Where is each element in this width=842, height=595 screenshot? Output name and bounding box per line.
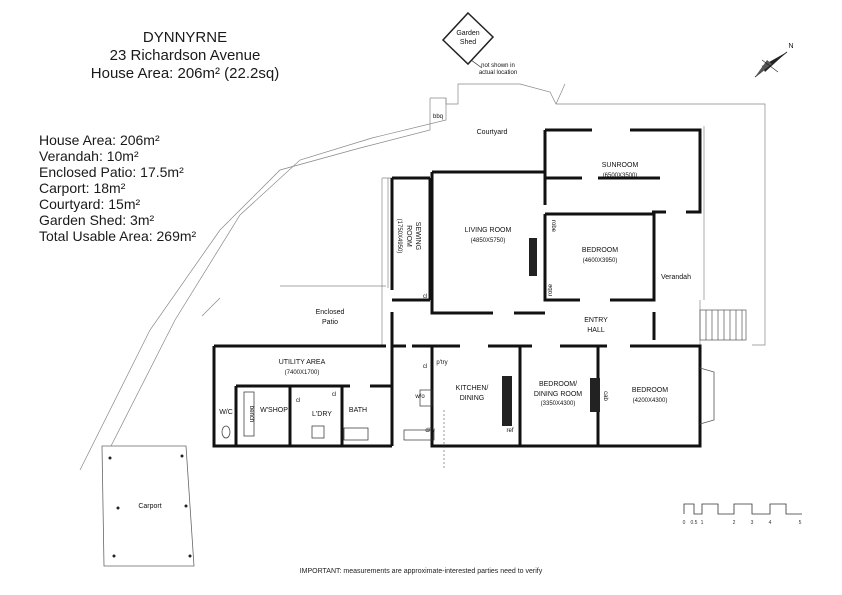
courtyard-label: Courtyard (477, 129, 508, 136)
closet-label-1: cl (423, 294, 427, 300)
sewing-room-dim: (1750X4950) (396, 219, 402, 254)
entry-hall-label-2: HALL (587, 327, 605, 334)
closet-label-4: cl (332, 392, 336, 398)
area-house: House Area: 206m² (39, 132, 160, 148)
main-house-walls (390, 312, 702, 448)
scale-tick-5: 5 (799, 520, 802, 526)
scale-tick-4: 4 (769, 520, 772, 526)
shed-note-1: not shown in (481, 63, 515, 69)
shed-label-1: Garden (456, 30, 479, 37)
garden-shed: Garden Shed not shown in actual location (441, 11, 517, 76)
disclaimer: IMPORTANT: measurements are approximate-… (299, 568, 543, 575)
scale-tick-0: 0 (683, 520, 686, 526)
kitchen-label-1: KITCHEN/ (456, 385, 489, 392)
sunroom-label: SUNROOM (602, 162, 639, 169)
fridge-label: ref (506, 428, 513, 434)
living-room-label: LIVING ROOM (465, 227, 512, 234)
property-name: DYNNYRNE (142, 29, 228, 46)
bedroom-dining-label-1: BEDROOM/ (539, 381, 577, 388)
scale-bar: 0 0.5 1 2 3 4 5 (683, 503, 802, 526)
bedroom-2-label: BEDROOM (632, 387, 668, 394)
sunroom-walls (543, 128, 702, 214)
scale-tick-3: 3 (751, 520, 754, 526)
bedroom-1-walls (543, 212, 656, 302)
patio-label-1: Enclosed (316, 309, 345, 316)
area-courtyard: Courtyard: 15m² (39, 196, 141, 212)
shed-label-2: Shed (460, 39, 476, 46)
closet-label-3: cl (296, 398, 300, 404)
verandah-steps (699, 309, 747, 341)
area-total: Total Usable Area: 269m² (39, 228, 197, 244)
sunroom-dim: (6500X3500) (603, 173, 638, 179)
robe-label-1: robe (550, 220, 556, 233)
carport-label: Carport (138, 503, 161, 510)
washer-label: w/o (414, 394, 425, 400)
sewing-room-label-1: SEWING (414, 222, 421, 250)
kitchen-label-2: DINING (460, 395, 485, 402)
sewing-room-label-2: ROOM (405, 225, 412, 247)
sewing-room-walls (390, 176, 432, 302)
living-room-dim: (4850X5750) (471, 238, 506, 244)
dishwasher-label: d/w (425, 428, 435, 434)
cab-label: cab (602, 391, 608, 401)
verandah-label: Verandah (661, 274, 691, 281)
entry-hall-label-1: ENTRY (584, 317, 608, 324)
patio-label-2: Patio (322, 319, 338, 326)
north-arrow-icon: N (754, 43, 794, 78)
scale-tick-05: 0.5 (691, 520, 698, 526)
scale-tick-2: 2 (733, 520, 736, 526)
pantry-label: p'try (436, 360, 447, 366)
utility-dim: (7400X1700) (285, 370, 320, 376)
bath-label: BATH (349, 407, 367, 414)
area-garden-shed: Garden Shed: 3m² (39, 212, 155, 228)
bedroom-dining-dim: (3350X4300) (541, 401, 576, 407)
area-summary: House Area: 206m² Verandah: 10m² Enclose… (39, 132, 196, 244)
living-room-walls (430, 170, 547, 315)
bedroom-1-dim: (4600X3950) (583, 258, 618, 264)
bedroom-2-dim: (4200X4300) (633, 398, 668, 404)
laundry-label: L'DRY (312, 411, 332, 418)
scale-tick-1: 1 (701, 520, 704, 526)
north-label: N (788, 43, 793, 50)
area-carport: Carport: 18m² (39, 180, 126, 196)
wc-label: W/C (219, 409, 233, 416)
shed-note-2: actual location (479, 70, 517, 76)
workshop-label: W'SHOP (260, 407, 288, 414)
property-address: 23 Richardson Avenue (109, 47, 261, 64)
utility-wing-walls (212, 344, 394, 448)
area-verandah: Verandah: 10m² (39, 148, 139, 164)
house-area-heading: House Area: 206m² (22.2sq) (90, 65, 280, 82)
area-enclosed-patio: Enclosed Patio: 17.5m² (39, 164, 184, 180)
robe-label-2: robe (548, 283, 554, 296)
bench-label: bench (248, 406, 254, 422)
bedroom-1-label: BEDROOM (582, 247, 618, 254)
closet-label-2: cl (423, 364, 427, 370)
bedroom-dining-label-2: DINING ROOM (534, 391, 582, 398)
bbq-label: bbq (433, 114, 443, 120)
carport (101, 445, 195, 567)
utility-label: UTILITY AREA (279, 359, 326, 366)
